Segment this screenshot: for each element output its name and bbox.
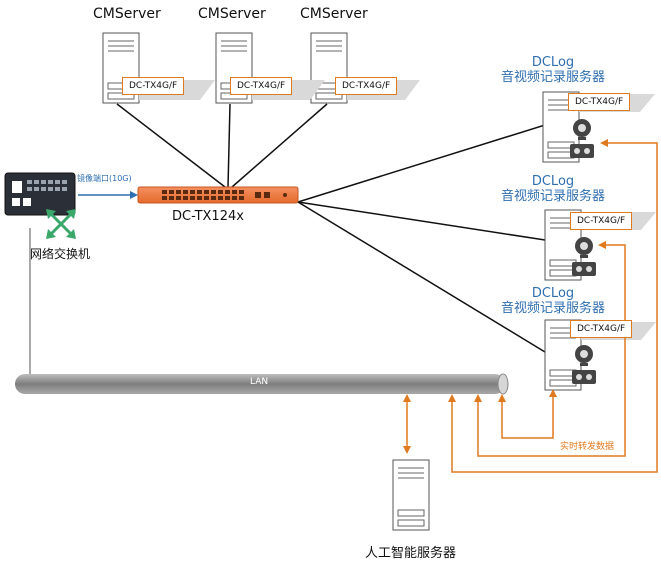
central-switch-label: DC-TX124x <box>172 209 244 224</box>
card-tag: DC-TX4G/F <box>570 320 633 338</box>
dclog-title: DCLog 音视频记录服务器 <box>493 174 613 204</box>
dclog-subtitle: 音视频记录服务器 <box>500 301 605 316</box>
card-tag: DC-TX4G/F <box>230 77 293 95</box>
realtime-label: 实时转发数据 <box>560 442 615 452</box>
card-tag: DC-TX4G/F <box>568 93 631 111</box>
dclog-subtitle: 音视频记录服务器 <box>500 70 605 85</box>
switch-icon <box>4 172 76 216</box>
card-tag: DC-TX4G/F <box>570 212 633 230</box>
central-switch <box>137 186 299 204</box>
camera-icon <box>573 119 591 140</box>
lan-pipe <box>15 373 509 395</box>
orange-arrowheads <box>403 139 608 454</box>
dclog-title: DCLog 音视频记录服务器 <box>493 55 613 85</box>
cmserver-title: CMServer <box>93 6 161 22</box>
card-tag: DC-TX4G/F <box>335 77 398 95</box>
tape-icon <box>572 262 596 276</box>
tape-icon <box>570 144 594 158</box>
cmserver-links <box>116 103 328 188</box>
tower-server-icon <box>392 459 430 531</box>
ai-server-label: 人工智能服务器 <box>365 546 457 561</box>
dclog-name: DCLog <box>531 286 575 301</box>
dclog-links <box>297 124 546 353</box>
mirror-port-label: 镜像端口(10G) <box>77 174 132 183</box>
cmserver-title: CMServer <box>198 6 266 22</box>
dclog-subtitle: 音视频记录服务器 <box>500 189 605 204</box>
mirror-arrow <box>78 191 138 199</box>
card-tag: DC-TX4G/F <box>122 77 185 95</box>
arrows-icon <box>46 209 76 239</box>
cmserver-title: CMServer <box>300 6 368 22</box>
tape-icon <box>572 370 596 384</box>
camera-icon <box>575 237 593 258</box>
camera-icon <box>575 345 593 366</box>
orange-flows <box>406 142 658 473</box>
lan-label: LAN <box>250 377 269 387</box>
dclog-title: DCLog 音视频记录服务器 <box>493 286 613 316</box>
dclog-name: DCLog <box>531 174 575 189</box>
network-switch-label: 网络交换机 <box>30 247 91 261</box>
dclog-name: DCLog <box>531 55 575 70</box>
